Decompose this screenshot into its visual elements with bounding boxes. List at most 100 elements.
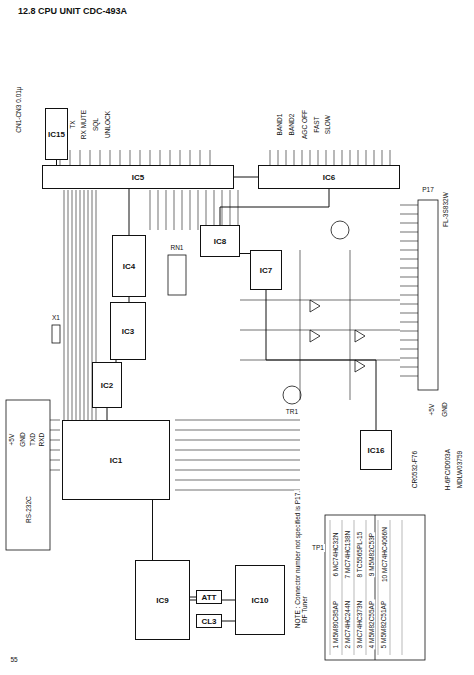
bus-wire <box>72 190 73 420</box>
chip-label: IC7 <box>260 266 272 275</box>
connector-pin <box>400 223 418 224</box>
signal-label: RX MUTE <box>80 109 87 140</box>
bus-wire <box>158 190 159 230</box>
connector-pin <box>400 286 418 287</box>
signal-wire <box>175 440 300 441</box>
chip-label: IC3 <box>122 327 134 336</box>
signal-label: GND <box>18 432 25 448</box>
pin-stub <box>294 150 295 165</box>
ic-chip: IC7 <box>250 250 282 290</box>
buffer-symbol <box>310 300 365 372</box>
signal-label: FL-3S832W <box>441 192 448 229</box>
table-rule <box>402 520 403 655</box>
signal-label: 10 MC74HC4066N <box>380 527 387 584</box>
signal-label: SQL <box>92 117 99 132</box>
ic-chip: IC2 <box>92 362 122 408</box>
signal-label: CR0532-F76 <box>411 450 418 489</box>
signal-label: 8 TC5565PL-15 <box>356 531 363 579</box>
table-rule <box>342 520 343 655</box>
signal-wire <box>50 420 60 421</box>
signal-label: 5 M5M82C51AP <box>380 600 387 650</box>
chip-label: IC8 <box>214 237 226 246</box>
pin-stub <box>130 150 131 165</box>
bus-wire <box>76 190 77 420</box>
bus-connection <box>240 253 250 254</box>
signal-label: FAST <box>312 116 319 134</box>
connector-pin <box>400 241 418 242</box>
signal-wire <box>50 430 60 431</box>
bus-wire <box>230 190 231 230</box>
bus-connection <box>220 189 329 225</box>
connector-pin <box>400 295 418 296</box>
ic-chip: IC1 <box>62 420 170 500</box>
signal-label: MDLW03759 <box>456 450 463 489</box>
page-title: 12.8 CPU UNIT CDC-493A <box>18 6 127 16</box>
signal-label: RF Tuner <box>301 595 308 624</box>
pin-stub <box>390 150 391 165</box>
signal-wire <box>175 480 300 481</box>
pin-stub <box>286 150 287 165</box>
signal-wire <box>175 490 300 491</box>
pin-stub <box>318 150 319 165</box>
signal-label: CN1-CN3 0.01μ <box>14 86 21 134</box>
connector-pin <box>400 205 418 206</box>
signal-label: NOTE : Connector number not specified is… <box>294 490 301 629</box>
signal-label: 3 MC74HC373N <box>356 600 363 650</box>
ic-chip: IC6 <box>258 165 400 189</box>
connector-pin <box>400 331 418 332</box>
signal-label: UNLOCK <box>104 110 111 139</box>
pin-stub <box>110 150 111 165</box>
bus-connection <box>234 177 258 178</box>
connector-pin <box>400 259 418 260</box>
chip-label: CL3 <box>201 617 216 626</box>
bus-connection <box>129 189 130 235</box>
crystal-symbol <box>52 325 60 343</box>
pin-stub <box>358 150 359 165</box>
connector-pin <box>400 349 418 350</box>
signal-label: H-6PC/D003A <box>444 448 451 491</box>
signal-label: +5V <box>8 433 15 447</box>
connector-pin <box>400 232 418 233</box>
resistor-network <box>168 255 186 295</box>
signal-wire <box>50 450 60 451</box>
signal-label: TXD <box>28 432 35 447</box>
signal-wire <box>50 470 60 471</box>
signal-wire <box>50 440 60 441</box>
signal-label: 9 M5M82C53P <box>368 532 375 577</box>
pin-stub <box>310 150 311 165</box>
connector-pin <box>400 277 418 278</box>
bus-wire <box>88 190 89 420</box>
bus-wire <box>238 190 239 230</box>
table-rule <box>378 520 379 655</box>
bus-wire <box>80 190 81 420</box>
pin-stub <box>180 150 181 165</box>
pin-stub <box>160 150 161 165</box>
transistor-symbol <box>331 221 349 239</box>
pin-stub <box>150 150 151 165</box>
bus-connection <box>107 408 108 420</box>
table-rule <box>354 520 355 655</box>
signal-wire <box>175 460 300 461</box>
pin-stub <box>278 150 279 165</box>
pin-stub <box>366 150 367 165</box>
signal-label: RN1 <box>169 244 184 251</box>
chip-label: ATT <box>202 593 217 602</box>
bus-wire <box>64 190 65 420</box>
pin-stub <box>302 150 303 165</box>
table-rule <box>330 520 331 655</box>
chip-label: IC9 <box>156 596 168 605</box>
bus-wire <box>206 190 207 230</box>
connector-pin <box>400 358 418 359</box>
ic-chip: IC3 <box>110 302 146 360</box>
chip-label: IC4 <box>123 262 135 271</box>
pin-stub <box>342 150 343 165</box>
signal-label: 6 MC74HC32N <box>332 532 339 578</box>
bus-connection <box>222 621 235 622</box>
pin-stub <box>90 150 91 165</box>
signal-wire <box>175 450 300 451</box>
chip-label: IC16 <box>368 446 385 455</box>
signal-label: SLOW <box>324 114 331 135</box>
pin-stub <box>120 150 121 165</box>
chip-label: IC5 <box>132 173 144 182</box>
ic-chip: IC9 <box>135 560 190 640</box>
